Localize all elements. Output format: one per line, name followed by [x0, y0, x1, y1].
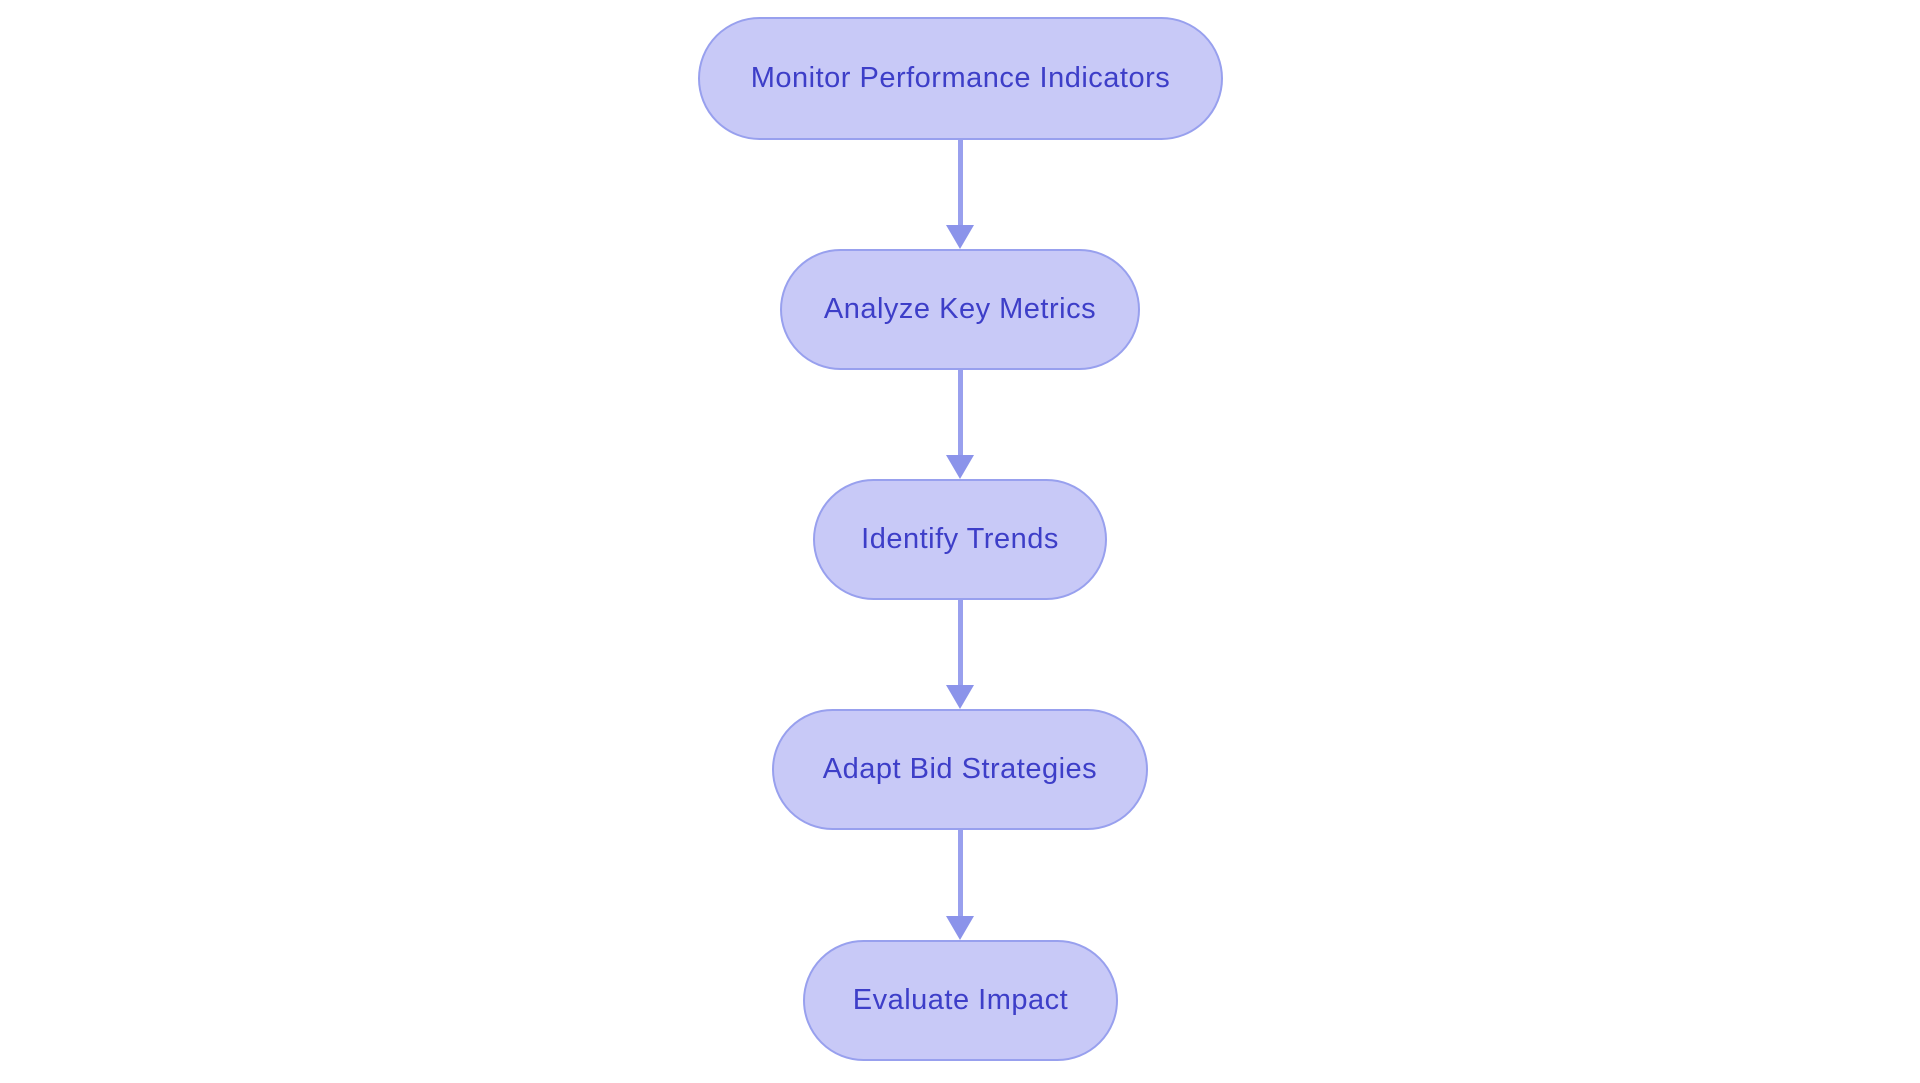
arrow-stem: [957, 370, 963, 455]
arrow-stem: [957, 140, 963, 225]
flow-node-analyze-key-metrics: Analyze Key Metrics: [780, 249, 1140, 370]
flow-edge-n2-n3: [946, 370, 974, 479]
arrow-stem: [957, 600, 963, 685]
node-label: Identify Trends: [861, 523, 1059, 555]
flow-node-evaluate-impact: Evaluate Impact: [803, 940, 1118, 1061]
flow-node-monitor-performance-indicators: Monitor Performance Indicators: [698, 17, 1223, 140]
arrow-stem: [957, 830, 963, 916]
arrow-down-icon: [946, 225, 974, 249]
node-label: Evaluate Impact: [852, 984, 1069, 1016]
flow-node-identify-trends: Identify Trends: [813, 479, 1107, 600]
arrow-down-icon: [946, 455, 974, 479]
flow-edge-n1-n2: [946, 140, 974, 249]
arrow-down-icon: [946, 916, 974, 940]
node-label: Adapt Bid Strategies: [822, 753, 1098, 785]
flow-edge-n3-n4: [946, 600, 974, 709]
node-label: Analyze Key Metrics: [823, 293, 1097, 325]
flow-edge-n4-n5: [946, 830, 974, 940]
node-label: Monitor Performance Indicators: [750, 62, 1171, 94]
arrow-down-icon: [946, 685, 974, 709]
flow-node-adapt-bid-strategies: Adapt Bid Strategies: [772, 709, 1148, 830]
